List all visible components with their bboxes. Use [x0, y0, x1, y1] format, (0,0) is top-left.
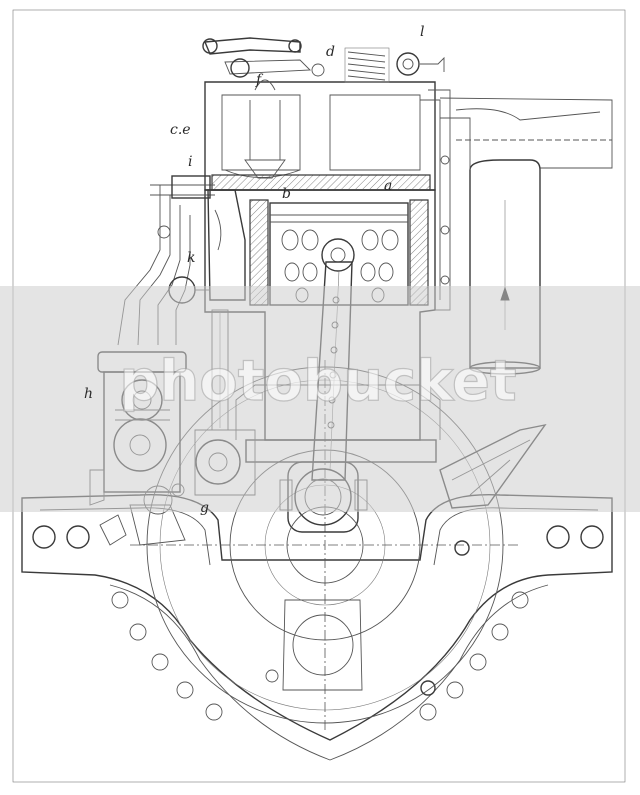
mount-hole [580, 525, 604, 549]
label-ce: c.e [170, 122, 191, 138]
drain-fitting [454, 540, 470, 556]
bolt-hole [205, 703, 223, 721]
gudgeon-pin [321, 238, 355, 272]
bolt-hole [151, 653, 169, 671]
label-l: l [420, 24, 424, 40]
label-i: i [188, 154, 192, 170]
oil-plug [420, 680, 436, 696]
label-g: g [200, 500, 209, 516]
cylinder-head [204, 79, 436, 191]
valve-spring [344, 47, 390, 83]
bolt-hole [129, 623, 147, 641]
oil-plug [265, 669, 279, 683]
label-h: h [84, 386, 93, 402]
bolt-hole [469, 653, 487, 671]
rocker-arm [202, 37, 325, 78]
gauge-fitting [396, 52, 445, 76]
label-k: k [187, 250, 195, 266]
label-f: f [255, 72, 264, 88]
label-a: a [384, 178, 392, 194]
watermark-band [0, 286, 640, 512]
mount-hole [32, 525, 56, 549]
bolt-hole [419, 703, 437, 721]
label-d: d [326, 44, 335, 60]
cylinder-block [204, 189, 441, 463]
bolt-hole [446, 681, 464, 699]
bolt-hole [111, 591, 129, 609]
bolt-hole [511, 591, 529, 609]
mounting-holes [32, 525, 604, 721]
bolt-hole [176, 681, 194, 699]
mount-hole [66, 525, 90, 549]
mount-hole [546, 525, 570, 549]
label-b: b [282, 186, 291, 202]
bolt-hole [491, 623, 509, 641]
crankcase-mounting-arms [21, 494, 613, 761]
watermark-text: photobucket [119, 349, 516, 414]
